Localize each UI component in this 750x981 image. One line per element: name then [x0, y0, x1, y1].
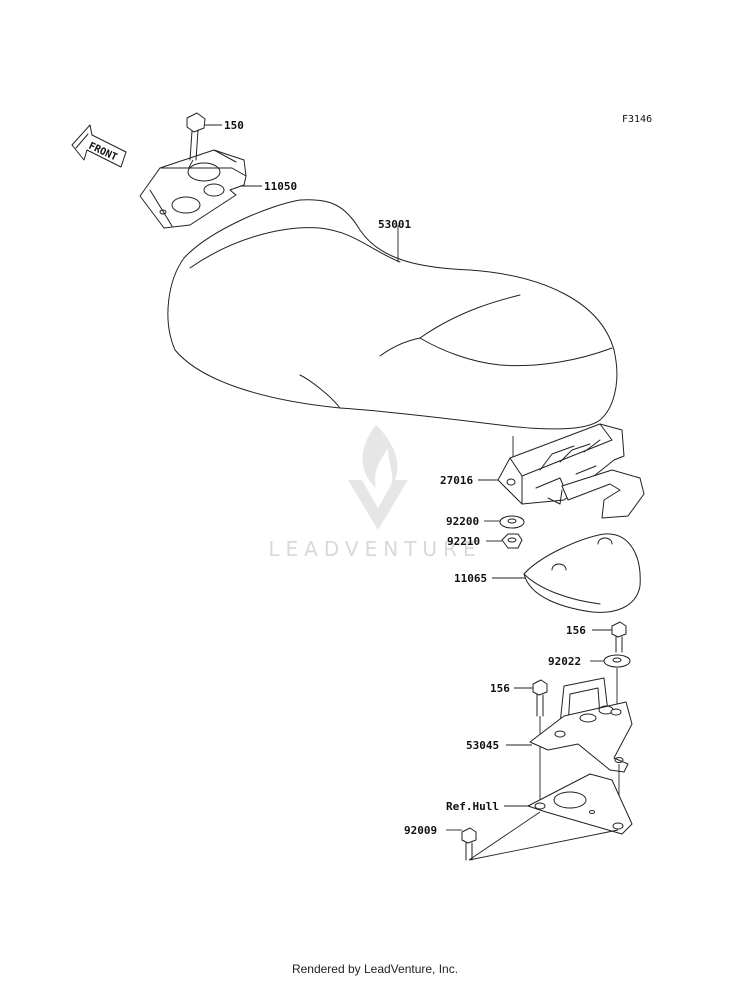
- part-156-bolt-upper: [592, 621, 627, 653]
- front-arrow-icon: [71, 124, 127, 168]
- watermark-flame-icon: [362, 425, 398, 488]
- part-92200-washer: [484, 515, 525, 529]
- part-156-bolt-lower: [514, 679, 548, 800]
- label-53001: 53001: [378, 218, 411, 231]
- figure-code: F3146: [622, 114, 652, 125]
- label-53045: 53045: [466, 739, 499, 752]
- label-92200: 92200: [446, 515, 479, 528]
- part-ref-hull-plate: [504, 773, 633, 835]
- part-92210-nut: [486, 533, 523, 549]
- label-92210: 92210: [447, 535, 480, 548]
- part-92009-bolt: [446, 811, 619, 861]
- label-11065: 11065: [454, 572, 487, 585]
- label-11050: 11050: [264, 180, 297, 193]
- part-11050-bracket: [139, 149, 262, 229]
- part-53001-seat: [167, 199, 618, 430]
- label-92009: 92009: [404, 824, 437, 837]
- part-27016-support: [478, 423, 645, 519]
- label-156-lower: 156: [490, 682, 510, 695]
- part-11065-cover: [492, 533, 641, 613]
- front-arrow: FRONT: [71, 124, 127, 168]
- label-156-upper: 156: [566, 624, 586, 637]
- watermark-text: LEADVENTURE: [268, 537, 481, 561]
- watermark-v-icon: [348, 480, 408, 530]
- watermark: LEADVENTURE: [268, 425, 481, 561]
- label-150: 150: [224, 119, 244, 132]
- label-ref-hull: Ref.Hull: [446, 800, 499, 813]
- label-27016: 27016: [440, 474, 473, 487]
- part-92022-washer: [590, 654, 631, 706]
- label-92022: 92022: [548, 655, 581, 668]
- footer-credit: Rendered by LeadVenture, Inc.: [291, 962, 459, 976]
- part-53045-bracket: [506, 677, 633, 822]
